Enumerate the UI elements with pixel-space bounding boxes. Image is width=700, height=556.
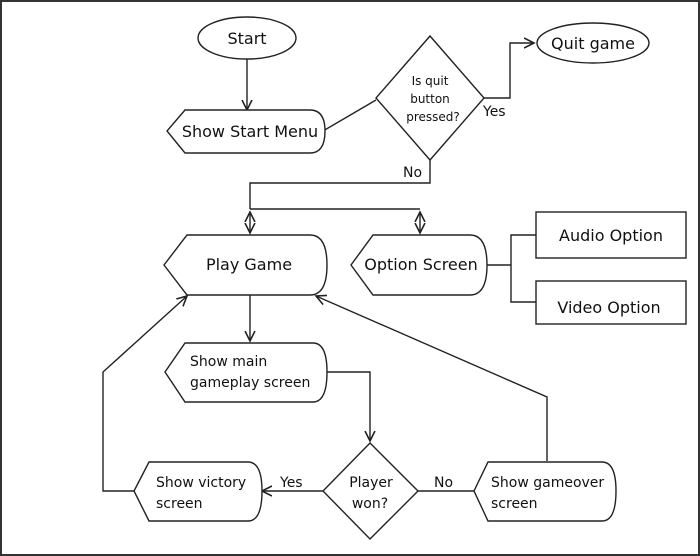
player-won-line-1: Player	[349, 475, 393, 491]
edge-menu-to-decision	[322, 99, 377, 132]
edge-decision-yes-to-quit	[484, 43, 534, 99]
player-won-diamond	[322, 442, 419, 540]
show-gameover-box	[473, 461, 617, 522]
start-terminal	[197, 16, 297, 60]
quit-no-label: No	[403, 165, 422, 181]
option-screen-label: Option Screen	[364, 255, 478, 274]
quit-decision-diamond	[375, 34, 485, 162]
show-main-gameplay-box	[164, 342, 328, 403]
video-option-box	[535, 280, 687, 325]
video-option-label: Video Option	[557, 298, 660, 317]
play-game-label: Play Game	[206, 255, 292, 274]
show-start-menu-label: Show Start Menu	[182, 122, 318, 141]
audio-option-label: Audio Option	[559, 226, 663, 245]
quit-decision-line-1: Is quit	[412, 74, 449, 88]
won-no-label: No	[434, 475, 453, 491]
edge-decision-no	[249, 160, 431, 209]
quit-decision-line-2: button	[410, 92, 450, 106]
quit-yes-label: Yes	[482, 104, 506, 120]
edge-gameover-to-play	[316, 296, 548, 461]
show-gameover-line-1: Show gameover	[491, 475, 604, 491]
edge-option-to-audio-video	[510, 234, 536, 303]
edge-victory-to-play	[102, 296, 187, 492]
audio-option-box	[535, 211, 687, 259]
show-main-gameplay-line-1: Show main	[190, 354, 267, 370]
show-victory-line-1: Show victory	[156, 475, 246, 491]
quit-game-label: Quit game	[551, 34, 635, 53]
show-victory-line-2: screen	[156, 496, 203, 512]
start-label: Start	[227, 29, 266, 48]
edge-gameplay-to-won	[327, 371, 370, 441]
show-gameover-line-2: screen	[491, 496, 538, 512]
show-main-gameplay-line-2: gameplay screen	[190, 375, 310, 391]
show-start-menu-box	[166, 109, 326, 154]
quit-decision-line-3: pressed?	[406, 110, 460, 124]
play-game-box	[163, 234, 328, 296]
option-screen-box	[350, 234, 488, 296]
show-victory-box	[133, 461, 263, 522]
connectors	[102, 43, 548, 492]
quit-game-terminal	[536, 22, 650, 64]
won-yes-label: Yes	[279, 475, 303, 491]
player-won-line-2: won?	[352, 496, 388, 512]
